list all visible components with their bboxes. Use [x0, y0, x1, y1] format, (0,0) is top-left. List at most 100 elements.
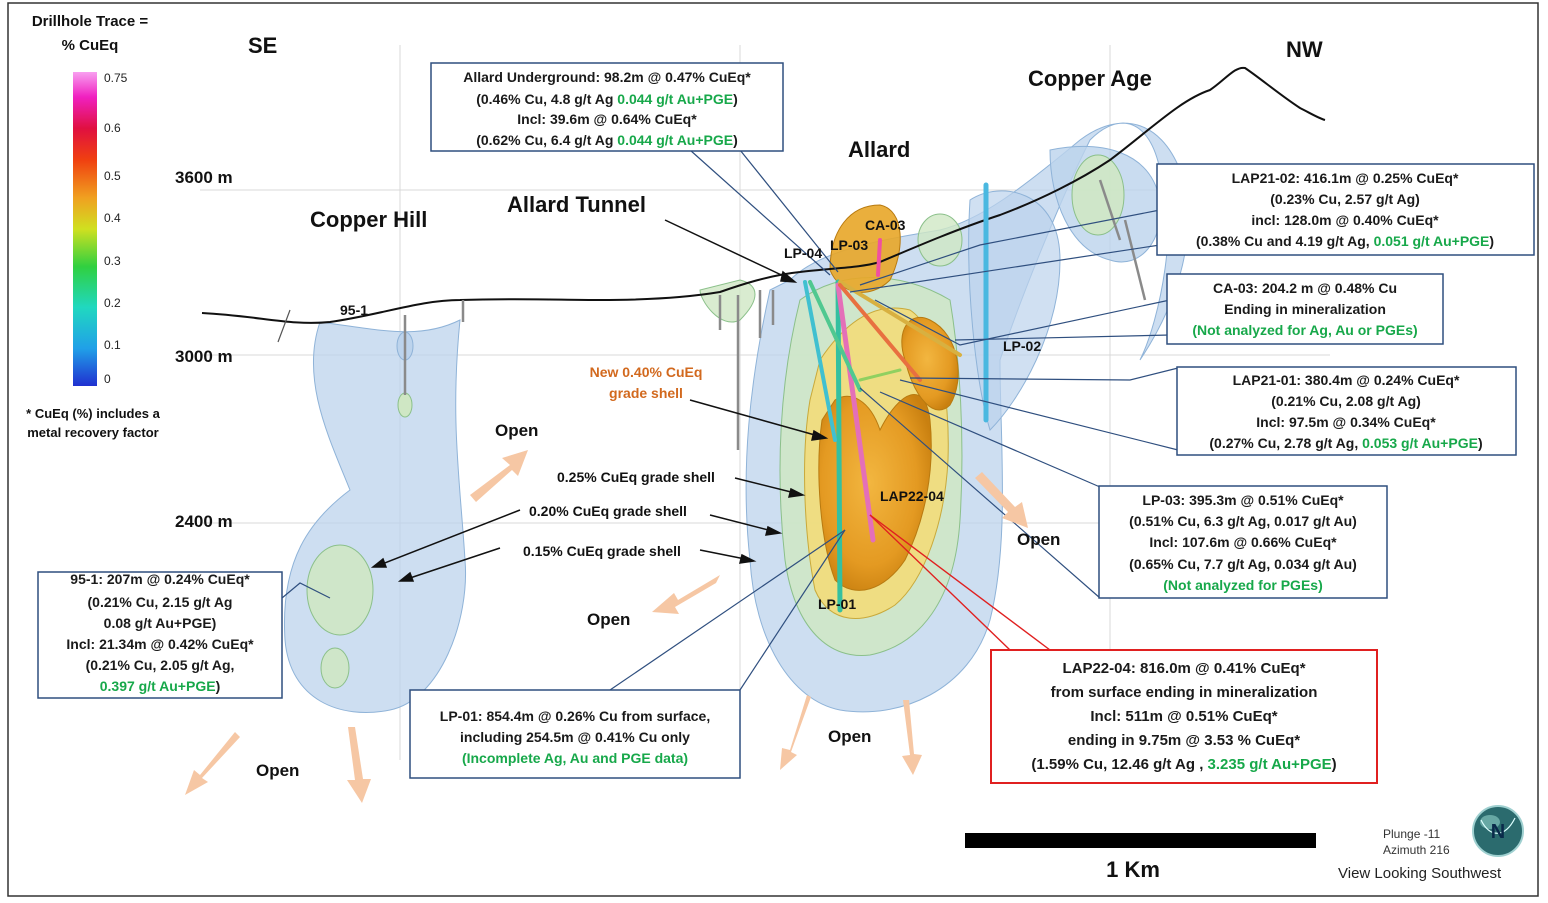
- direction-nw: NW: [1286, 37, 1323, 62]
- open-label: Open: [828, 727, 871, 746]
- svg-text:Allard Underground: 98.2m @ 0.: Allard Underground: 98.2m @ 0.47% CuEq*: [463, 69, 751, 85]
- callout-leaders: [281, 149, 1179, 691]
- minor-drill-traces: [403, 179, 1147, 450]
- hole-label-ca-03: CA-03: [865, 217, 906, 233]
- svg-text:LAP21-01: 380.4m @ 0.24% CuEq*: LAP21-01: 380.4m @ 0.24% CuEq*: [1233, 372, 1460, 388]
- elevation-label: 2400 m: [175, 512, 233, 531]
- open-label: Open: [587, 610, 630, 629]
- plunge-label: Plunge -11: [1383, 827, 1440, 841]
- open-arrows: [185, 450, 1028, 803]
- svg-text:(0.27% Cu, 2.78 g/t Ag, 0.053: (0.27% Cu, 2.78 g/t Ag, 0.053 g/t Au+PGE…: [1209, 435, 1482, 451]
- scale-bar: [965, 833, 1316, 848]
- svg-text:(1.59% Cu, 12.46 g/t Ag , 3.23: (1.59% Cu, 12.46 g/t Ag , 3.235 g/t Au+P…: [1031, 756, 1336, 773]
- legend-tick: 0.4: [104, 211, 121, 225]
- elevation-label: 3000 m: [175, 347, 233, 366]
- azimuth-label: Azimuth 216: [1383, 843, 1450, 857]
- svg-text:0.08 g/t Au+PGE): 0.08 g/t Au+PGE): [104, 615, 217, 631]
- elevation-label: 3600 m: [175, 168, 233, 187]
- svg-text:(0.23% Cu, 2.57 g/t Ag): (0.23% Cu, 2.57 g/t Ag): [1270, 191, 1420, 207]
- svg-text:LAP21-02: 416.1m @ 0.25% CuEq*: LAP21-02: 416.1m @ 0.25% CuEq*: [1232, 170, 1459, 186]
- hole-lap22-04-trace: [835, 282, 876, 543]
- hole-label-lp-02: LP-02: [1003, 338, 1041, 354]
- scale-bar-label: 1 Km: [1106, 857, 1160, 882]
- svg-text:(0.21% Cu, 2.15 g/t Ag: (0.21% Cu, 2.15 g/t Ag: [88, 594, 233, 610]
- topography-line: [201, 66, 1326, 324]
- svg-text:(Not analyzed for Ag, Au or PG: (Not analyzed for Ag, Au or PGEs): [1192, 322, 1417, 338]
- svg-text:from surface ending in mineral: from surface ending in mineralization: [1051, 684, 1318, 701]
- direction-se: SE: [248, 33, 277, 58]
- area-allard: Allard: [848, 137, 910, 162]
- hole-label-lp-01: LP-01: [818, 596, 856, 612]
- svg-text:Incl: 107.6m @ 0.66% CuEq*: Incl: 107.6m @ 0.66% CuEq*: [1149, 534, 1337, 550]
- drillholes: [337, 182, 989, 693]
- svg-text:(Incomplete Ag, Au and PGE dat: (Incomplete Ag, Au and PGE data): [462, 750, 688, 766]
- area-copper-age: Copper Age: [1028, 66, 1152, 91]
- svg-text:95-1: 207m @ 0.24% CuEq*: 95-1: 207m @ 0.24% CuEq*: [70, 571, 250, 587]
- legend-tick: 0: [104, 372, 111, 386]
- svg-text:(0.51% Cu, 6.3 g/t Ag, 0.017 g: (0.51% Cu, 6.3 g/t Ag, 0.017 g/t Au): [1129, 513, 1357, 529]
- compass-globe-icon: N: [1472, 805, 1524, 857]
- area-allard-tunnel: Allard Tunnel: [507, 192, 646, 217]
- legend-tick: 0.1: [104, 338, 121, 352]
- allard-shells: [699, 122, 1189, 713]
- legend-tick: 0.75: [104, 71, 128, 85]
- svg-text:Incl: 21.34m @ 0.42% CuEq*: Incl: 21.34m @ 0.42% CuEq*: [66, 636, 254, 652]
- hole-label-lp-04: LP-04: [784, 245, 822, 261]
- svg-text:0.397 g/t Au+PGE): 0.397 g/t Au+PGE): [100, 678, 220, 694]
- copper-hill-shells: [283, 319, 467, 713]
- pointer-arrows: [370, 219, 829, 582]
- new-shell-label-1: New 0.40% CuEq: [590, 364, 703, 380]
- callout-lap21-02: LAP21-02: 416.1m @ 0.25% CuEq* (0.23% Cu…: [1156, 163, 1535, 256]
- legend-tick: 0.5: [104, 169, 121, 183]
- callout-lp-01: LP-01: 854.4m @ 0.26% Cu from surface, i…: [409, 689, 741, 779]
- legend-title-1: Drillhole Trace =: [32, 13, 149, 30]
- svg-text:LP-03: 395.3m @ 0.51% CuEq*: LP-03: 395.3m @ 0.51% CuEq*: [1142, 492, 1344, 508]
- open-label: Open: [495, 421, 538, 440]
- svg-text:(0.38% Cu and 4.19 g/t Ag, 0.0: (0.38% Cu and 4.19 g/t Ag, 0.051 g/t Au+…: [1196, 233, 1494, 249]
- callout-allard-underground: Allard Underground: 98.2m @ 0.47% CuEq* …: [430, 62, 784, 152]
- new-shell-label-2: grade shell: [609, 385, 683, 401]
- hole-label-95-1: 95-1: [340, 302, 368, 318]
- svg-text:CA-03: 204.2 m @ 0.48% Cu: CA-03: 204.2 m @ 0.48% Cu: [1213, 280, 1397, 296]
- svg-text:Ending in mineralization: Ending in mineralization: [1224, 301, 1386, 317]
- shell-label-025: 0.25% CuEq grade shell: [557, 469, 715, 485]
- callout-95-1: 95-1: 207m @ 0.24% CuEq* (0.21% Cu, 2.15…: [37, 571, 283, 699]
- legend-tick: 0.2: [104, 296, 121, 310]
- area-copper-hill: Copper Hill: [310, 207, 427, 232]
- legend-tick: 0.3: [104, 254, 121, 268]
- legend-note-1: * CuEq (%) includes a: [26, 406, 160, 421]
- open-label: Open: [1017, 530, 1060, 549]
- view-direction-label: View Looking Southwest: [1338, 865, 1502, 882]
- callout-lap22-04: LAP22-04: 816.0m @ 0.41% CuEq* from surf…: [990, 649, 1378, 784]
- svg-text:Incl: 511m @ 0.51% CuEq*: Incl: 511m @ 0.51% CuEq*: [1090, 708, 1277, 725]
- legend: Drillhole Trace = % CuEq 0.75 0.6 0.5 0.…: [26, 13, 160, 440]
- svg-text:(0.65% Cu, 7.7 g/t Ag, 0.034 g: (0.65% Cu, 7.7 g/t Ag, 0.034 g/t Au): [1129, 556, 1357, 572]
- lap22-04-leaders: [869, 514, 1051, 651]
- shell-label-020: 0.20% CuEq grade shell: [529, 503, 687, 519]
- hole-lp-01-trace: [835, 279, 843, 613]
- svg-text:N: N: [1491, 821, 1505, 843]
- svg-text:(Not analyzed for PGEs): (Not analyzed for PGEs): [1163, 577, 1322, 593]
- legend-colorbar: [73, 72, 97, 386]
- svg-text:LP-01: 854.4m @ 0.26% Cu from: LP-01: 854.4m @ 0.26% Cu from surface,: [440, 708, 710, 724]
- svg-text:Incl: 97.5m @ 0.34% CuEq*: Incl: 97.5m @ 0.34% CuEq*: [1256, 414, 1436, 430]
- svg-text:ending in 9.75m @ 3.53 % CuEq*: ending in 9.75m @ 3.53 % CuEq*: [1068, 732, 1300, 749]
- shell-label-015: 0.15% CuEq grade shell: [523, 543, 681, 559]
- svg-text:(0.62% Cu, 6.4 g/t Ag 0.044 g/: (0.62% Cu, 6.4 g/t Ag 0.044 g/t Au+PGE): [476, 132, 738, 148]
- svg-text:(0.21% Cu, 2.08 g/t Ag): (0.21% Cu, 2.08 g/t Ag): [1271, 393, 1421, 409]
- svg-text:including 254.5m @ 0.41% Cu on: including 254.5m @ 0.41% Cu only: [460, 729, 690, 745]
- hole-label-lp-03: LP-03: [830, 237, 868, 253]
- legend-tick: 0.6: [104, 121, 121, 135]
- open-label: Open: [256, 761, 299, 780]
- callout-lp-03: LP-03: 395.3m @ 0.51% CuEq* (0.51% Cu, 6…: [1098, 485, 1388, 599]
- figure-frame: [7, 2, 1539, 897]
- svg-text:LAP22-04: 816.0m @ 0.41% CuEq*: LAP22-04: 816.0m @ 0.41% CuEq*: [1062, 660, 1305, 677]
- legend-title-2: % CuEq: [62, 37, 119, 54]
- svg-text:(0.46% Cu, 4.8 g/t Ag 0.044 g/: (0.46% Cu, 4.8 g/t Ag 0.044 g/t Au+PGE): [476, 91, 738, 107]
- legend-note-2: metal recovery factor: [27, 425, 159, 440]
- svg-text:incl: 128.0m @ 0.40% CuEq*: incl: 128.0m @ 0.40% CuEq*: [1251, 212, 1439, 228]
- svg-text:Incl: 39.6m @ 0.64% CuEq*: Incl: 39.6m @ 0.64% CuEq*: [517, 111, 697, 127]
- callout-ca-03: CA-03: 204.2 m @ 0.48% Cu Ending in mine…: [1166, 273, 1444, 345]
